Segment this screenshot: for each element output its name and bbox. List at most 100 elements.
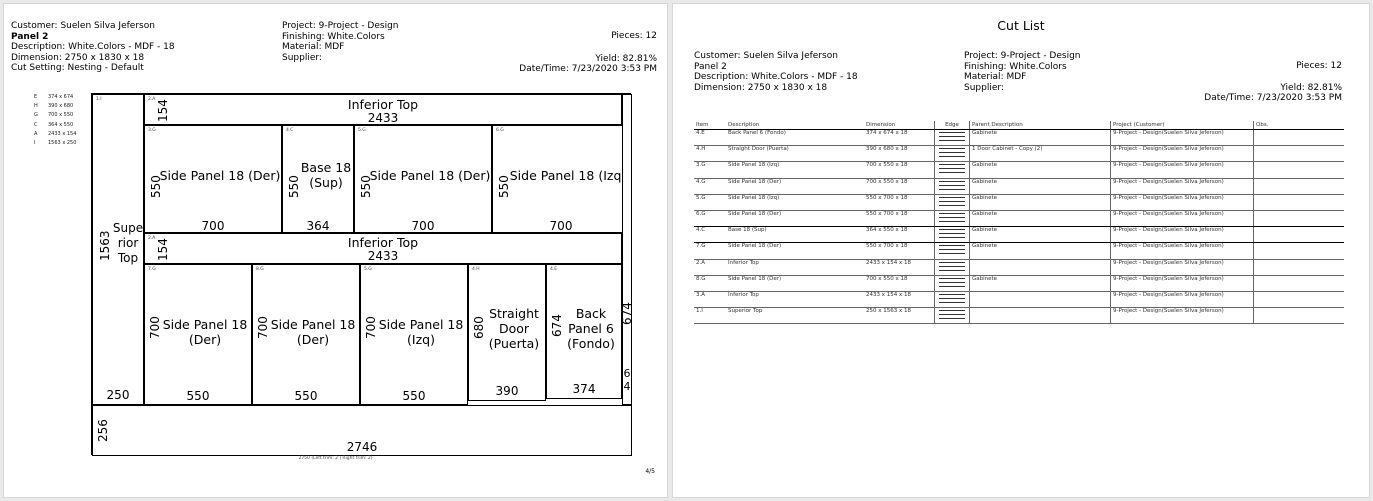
edge-icon [939, 276, 965, 288]
column-header: Project (Customer) [1110, 121, 1254, 130]
piece-name: Base 18 (Sup) [300, 160, 352, 190]
description-text: Description: White.Colors - MDF - 18 [694, 72, 858, 83]
piece-name: Side Panel 18 (Der) [159, 168, 281, 183]
piece-bottom-strip[interactable]: 256 2746 [92, 405, 632, 456]
table-cell: 550 x 700 x 18 [864, 194, 935, 211]
piece-name: Straight Door (Puerta) [488, 306, 540, 351]
obs-cell [1253, 307, 1344, 325]
piece-width: 6 4 [623, 367, 631, 393]
edge-diagram [934, 275, 970, 292]
table-cell: 9-Project - Design(Suelen Silva Jeferson… [1110, 226, 1254, 244]
waste-strip-right: 674 6 4 [620, 94, 634, 405]
table-cell: Gabinete [969, 194, 1111, 211]
edge-icon [939, 146, 965, 158]
piece-side-panel[interactable]: 7.G 700 Side Panel 18 (Der) 550 [144, 264, 252, 405]
table-cell: 9-Project - Design(Suelen Silva Jeferson… [1110, 242, 1254, 260]
piece-side-panel[interactable]: 8.G 700 Side Panel 18 (Der) 550 [252, 264, 360, 405]
edge-diagram [934, 194, 970, 211]
piece-superior-top[interactable]: 1.I 1563 Supe rior Top 250 [92, 94, 144, 405]
table-cell: Gabinete [969, 226, 1111, 244]
table-cell [969, 291, 1111, 309]
piece-inferior-top[interactable]: 2.A 154 Inferior Top 2433 [144, 233, 622, 264]
piece-straight-door[interactable]: 4.H 680 Straight Door (Puerta) 390 [468, 264, 546, 401]
description-text: Description: White.Colors - MDF - 18 [11, 42, 175, 53]
cut-list-table: Item Description Dimension Edge Parent D… [694, 121, 1344, 325]
table-cell: 390 x 680 x 18 [864, 145, 935, 163]
piece-width: 374 [572, 382, 596, 396]
table-cell: 9-Project - Design(Suelen Silva Jeferson… [1110, 259, 1254, 276]
obs-cell [1253, 161, 1344, 179]
table-cell: Gabinete [969, 161, 1111, 179]
edge-icon [939, 162, 965, 174]
supplier-text: Supplier: [964, 82, 1004, 93]
page-number: 4/5 [645, 468, 655, 475]
datetime-text: Date/Time: 7/23/2020 3:53 PM [1204, 93, 1342, 103]
table-cell: Inferior Top [726, 291, 864, 309]
table-cell: 9-Project - Design(Suelen Silva Jeferson… [1110, 129, 1254, 147]
edge-diagram [934, 226, 970, 244]
piece-side-panel[interactable]: 5.G 550 Side Panel 18 (Der) 700 [354, 125, 492, 233]
piece-side-panel[interactable]: 6.G 550 Side Panel 18 (Izq) 700 [492, 125, 630, 233]
table-cell: 550 x 700 x 18 [864, 242, 935, 260]
column-header: Parent Description [969, 121, 1111, 130]
obs-cell [1253, 291, 1344, 309]
edge-icon [939, 243, 965, 255]
table-cell: 4.E [694, 129, 726, 147]
piece-width: 550 [186, 389, 210, 403]
material-text: Material: MDF [964, 72, 1027, 83]
edge-icon [939, 227, 965, 239]
table-cell: 374 x 674 x 18 [864, 129, 935, 147]
table-cell: 5.G [694, 194, 726, 211]
table-cell: 6.G [694, 210, 726, 228]
table-cell: 550 x 700 x 18 [864, 210, 935, 228]
table-cell: Side Panel 18 (Der) [726, 178, 864, 195]
table-cell: Gabinete [969, 242, 1111, 260]
obs-cell [1253, 242, 1344, 260]
table-cell: 700 x 550 x 18 [864, 178, 935, 195]
piece-inferior-top[interactable]: 2.A 154 Inferior Top 2433 [144, 94, 622, 125]
header-middle: Project: 9-Project - Design Finishing: W… [282, 21, 399, 63]
table-cell: 8.G [694, 275, 726, 292]
table-cell: 2433 x 154 x 18 [864, 259, 935, 276]
edge-icon [939, 130, 965, 142]
panel-title: Panel 2 [11, 31, 49, 42]
obs-cell [1253, 259, 1344, 276]
piece-height: 674 [620, 302, 634, 325]
obs-cell [1253, 145, 1344, 163]
datetime-text: Date/Time: 7/23/2020 3:53 PM [519, 64, 657, 74]
edge-icon [939, 195, 965, 207]
edge-diagram [934, 242, 970, 260]
dimension-text: Dimension: 2750 x 1830 x 18 [694, 82, 828, 93]
table-header-row: Item Description Dimension Edge Parent D… [694, 121, 1344, 130]
table-cell: 364 x 550 x 18 [864, 226, 935, 244]
piece-side-panel[interactable]: 3.G 550 Side Panel 18 (Der) 700 [144, 125, 282, 233]
piece-back-panel[interactable]: 4.E 674 Back Panel 6 (Fondo) 374 [546, 264, 622, 399]
piece-base[interactable]: 4.C 550 Base 18 (Sup) 364 [282, 125, 354, 233]
edge-diagram [934, 145, 970, 163]
cut-list-page: Cut List Customer: Suelen Silva Jeferson… [672, 3, 1370, 498]
piece-side-panel[interactable]: 5.G 700 Side Panel 18 (Izq) 550 [360, 264, 468, 405]
table-cell: 1 Door Cabinet - Copy (2) [969, 145, 1111, 163]
nesting-page: Customer: Suelen Silva Jeferson Panel 2 … [3, 3, 668, 498]
obs-cell [1253, 194, 1344, 211]
supplier-text: Supplier: [282, 52, 322, 63]
edge-icon [939, 292, 965, 304]
piece-name: Side Panel 18 (Izq) [509, 168, 627, 183]
table-cell: Base 18 (Sup) [726, 226, 864, 244]
